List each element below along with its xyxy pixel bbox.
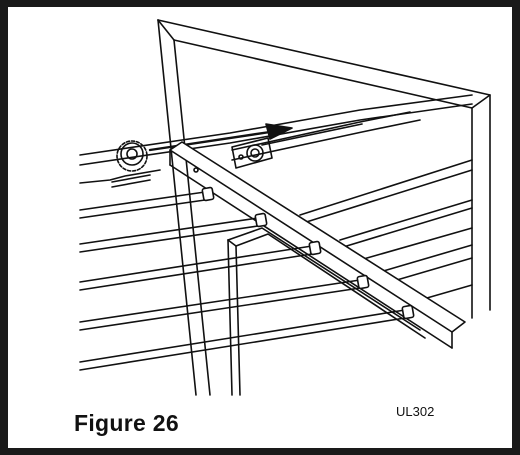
figure-caption: Figure 26 — [74, 410, 179, 436]
rods — [79, 186, 415, 371]
shelf-slats — [299, 159, 473, 301]
assembly-arrow — [148, 123, 293, 152]
back-frame — [157, 19, 491, 396]
inner-bracket — [227, 227, 426, 396]
line-drawing — [79, 19, 491, 396]
drawing-code-label: UL302 — [396, 404, 435, 419]
top-rail — [79, 94, 473, 188]
washer-part — [116, 140, 148, 172]
mounting-bracket — [231, 137, 273, 169]
